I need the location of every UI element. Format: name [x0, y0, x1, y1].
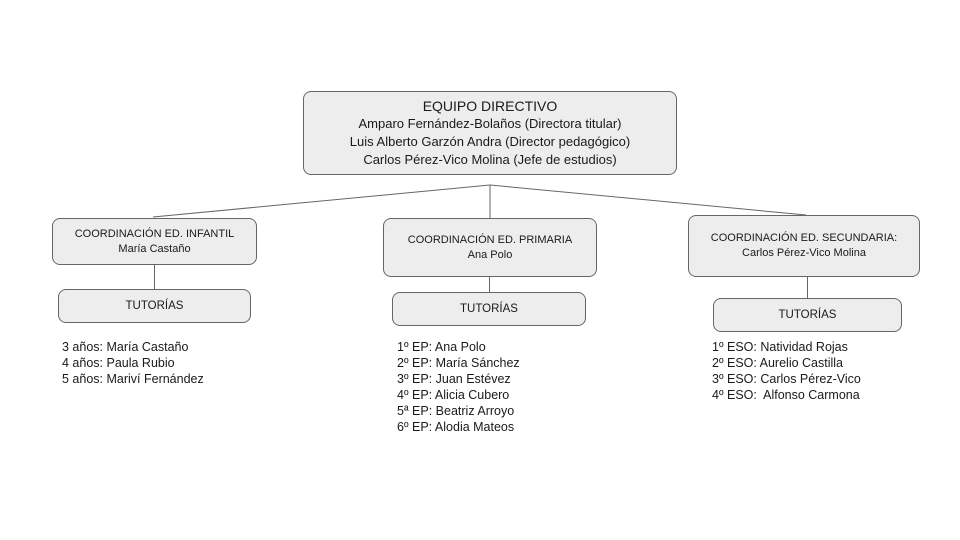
jefe-de-estudios: Carlos Pérez-Vico Molina (Jefe de estudi… — [363, 152, 617, 167]
tutorias-infantil-box: TUTORÍAS — [58, 289, 251, 323]
tutor-list-secundaria: 1º ESO: Natividad Rojas 2º ESO: Aurelio … — [712, 340, 861, 404]
tutor-item: 1º ESO: Natividad Rojas — [712, 340, 848, 354]
coordinacion-infantil-title: COORDINACIÓN ED. INFANTIL — [74, 227, 235, 240]
tutor-item: 2º ESO: Aurelio Castilla — [712, 355, 844, 370]
tutor-item: 3º ESO: Carlos Pérez-Vico — [712, 371, 861, 386]
tutorias-secundaria-label: TUTORÍAS — [778, 309, 837, 321]
director-titular: Amparo Fernández-Bolaños (Directora titu… — [358, 116, 622, 131]
tutorias-secundaria-box: TUTORÍAS — [713, 298, 902, 332]
tutor-item: 3º EP: Juan Estévez — [397, 371, 511, 386]
tutorias-primaria-label: TUTORÍAS — [460, 303, 518, 315]
coordinacion-infantil-coordinator: María Castaño — [118, 242, 191, 255]
tutorias-infantil-label: TUTORÍAS — [125, 300, 184, 312]
tutor-item: 3 años: María Castaño — [62, 340, 189, 354]
tutor-item: 5 años: Mariví Fernández — [62, 371, 204, 386]
coordinacion-primaria-box: COORDINACIÓN ED. PRIMARIA Ana Polo — [383, 218, 597, 277]
tutor-item: 4º EP: Alicia Cubero — [397, 387, 510, 402]
tutorias-primaria-box: TUTORÍAS — [392, 292, 586, 326]
director-pedagogico: Luis Alberto Garzón Andra (Director peda… — [349, 134, 631, 149]
coordinacion-secundaria-box: COORDINACIÓN ED. SECUNDARIA: Carlos Pére… — [688, 215, 920, 277]
tutor-item: 6º EP: Alodia Mateos — [397, 419, 515, 434]
tutor-item: 5ª EP: Beatriz Arroyo — [397, 403, 515, 418]
equipo-directivo-title: EQUIPO DIRECTIVO — [422, 98, 558, 114]
coordinacion-primaria-coordinator: Ana Polo — [467, 248, 513, 261]
tutor-list-primaria: 1º EP: Ana Polo 2º EP: María Sánchez 3º … — [397, 340, 520, 435]
coordinacion-secundaria-coordinator: Carlos Pérez-Vico Molina — [742, 247, 866, 259]
tutor-item: 4º ESO: Alfonso Carmona — [712, 387, 860, 402]
equipo-directivo-box: EQUIPO DIRECTIVO Amparo Fernández-Bolaño… — [303, 91, 677, 175]
coordinacion-infantil-box: COORDINACIÓN ED. INFANTIL María Castaño — [52, 218, 257, 265]
coordinacion-secundaria-title: COORDINACIÓN ED. SECUNDARIA: — [710, 232, 898, 244]
coordinacion-primaria-title: COORDINACIÓN ED. PRIMARIA — [407, 233, 573, 246]
tutor-item: 2º EP: María Sánchez — [397, 355, 520, 370]
tutor-list-infantil: 3 años: María Castaño 4 años: Paula Rubi… — [62, 340, 204, 388]
tutor-item: 1º EP: Ana Polo — [397, 340, 486, 354]
tutor-item: 4 años: Paula Rubio — [62, 355, 175, 370]
